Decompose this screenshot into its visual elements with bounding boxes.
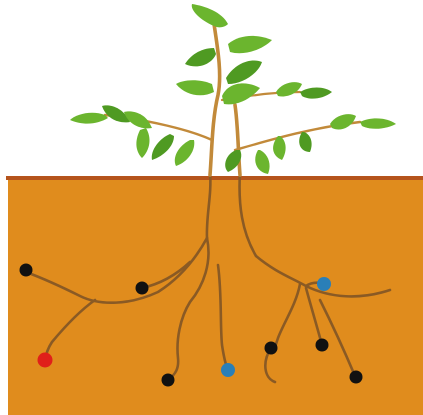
- nodule-black: [265, 342, 278, 355]
- leaves: [70, 4, 396, 174]
- nodule-black: [162, 374, 175, 387]
- nodule-black: [350, 371, 363, 384]
- leaf-upper-left: [185, 48, 216, 66]
- leaf-upper-right-2: [276, 82, 302, 96]
- leaf-lower-right: [255, 150, 269, 174]
- leaf-right-3: [330, 114, 356, 129]
- leaf-far-left: [70, 113, 108, 124]
- nodule-black: [316, 339, 329, 352]
- nodule-red: [38, 353, 53, 368]
- leaf-mid-left: [176, 80, 214, 95]
- leaf-top: [192, 4, 228, 27]
- leaf-upper-right: [228, 36, 272, 53]
- leaf-far-right: [360, 118, 396, 128]
- leaf-left-5: [175, 140, 195, 166]
- leaf-center: [222, 83, 260, 104]
- leaf-upper-right-3: [300, 88, 332, 99]
- leaf-left-3: [136, 128, 149, 158]
- nodule-blue: [317, 277, 331, 291]
- nodule-black: [136, 282, 149, 295]
- nodule-black: [20, 264, 33, 277]
- leaf-mid-right: [226, 61, 262, 84]
- leaf-right-2: [299, 132, 311, 152]
- leaf-left-4: [152, 134, 174, 160]
- stem-main: [210, 24, 220, 175]
- nodule-blue: [221, 363, 235, 377]
